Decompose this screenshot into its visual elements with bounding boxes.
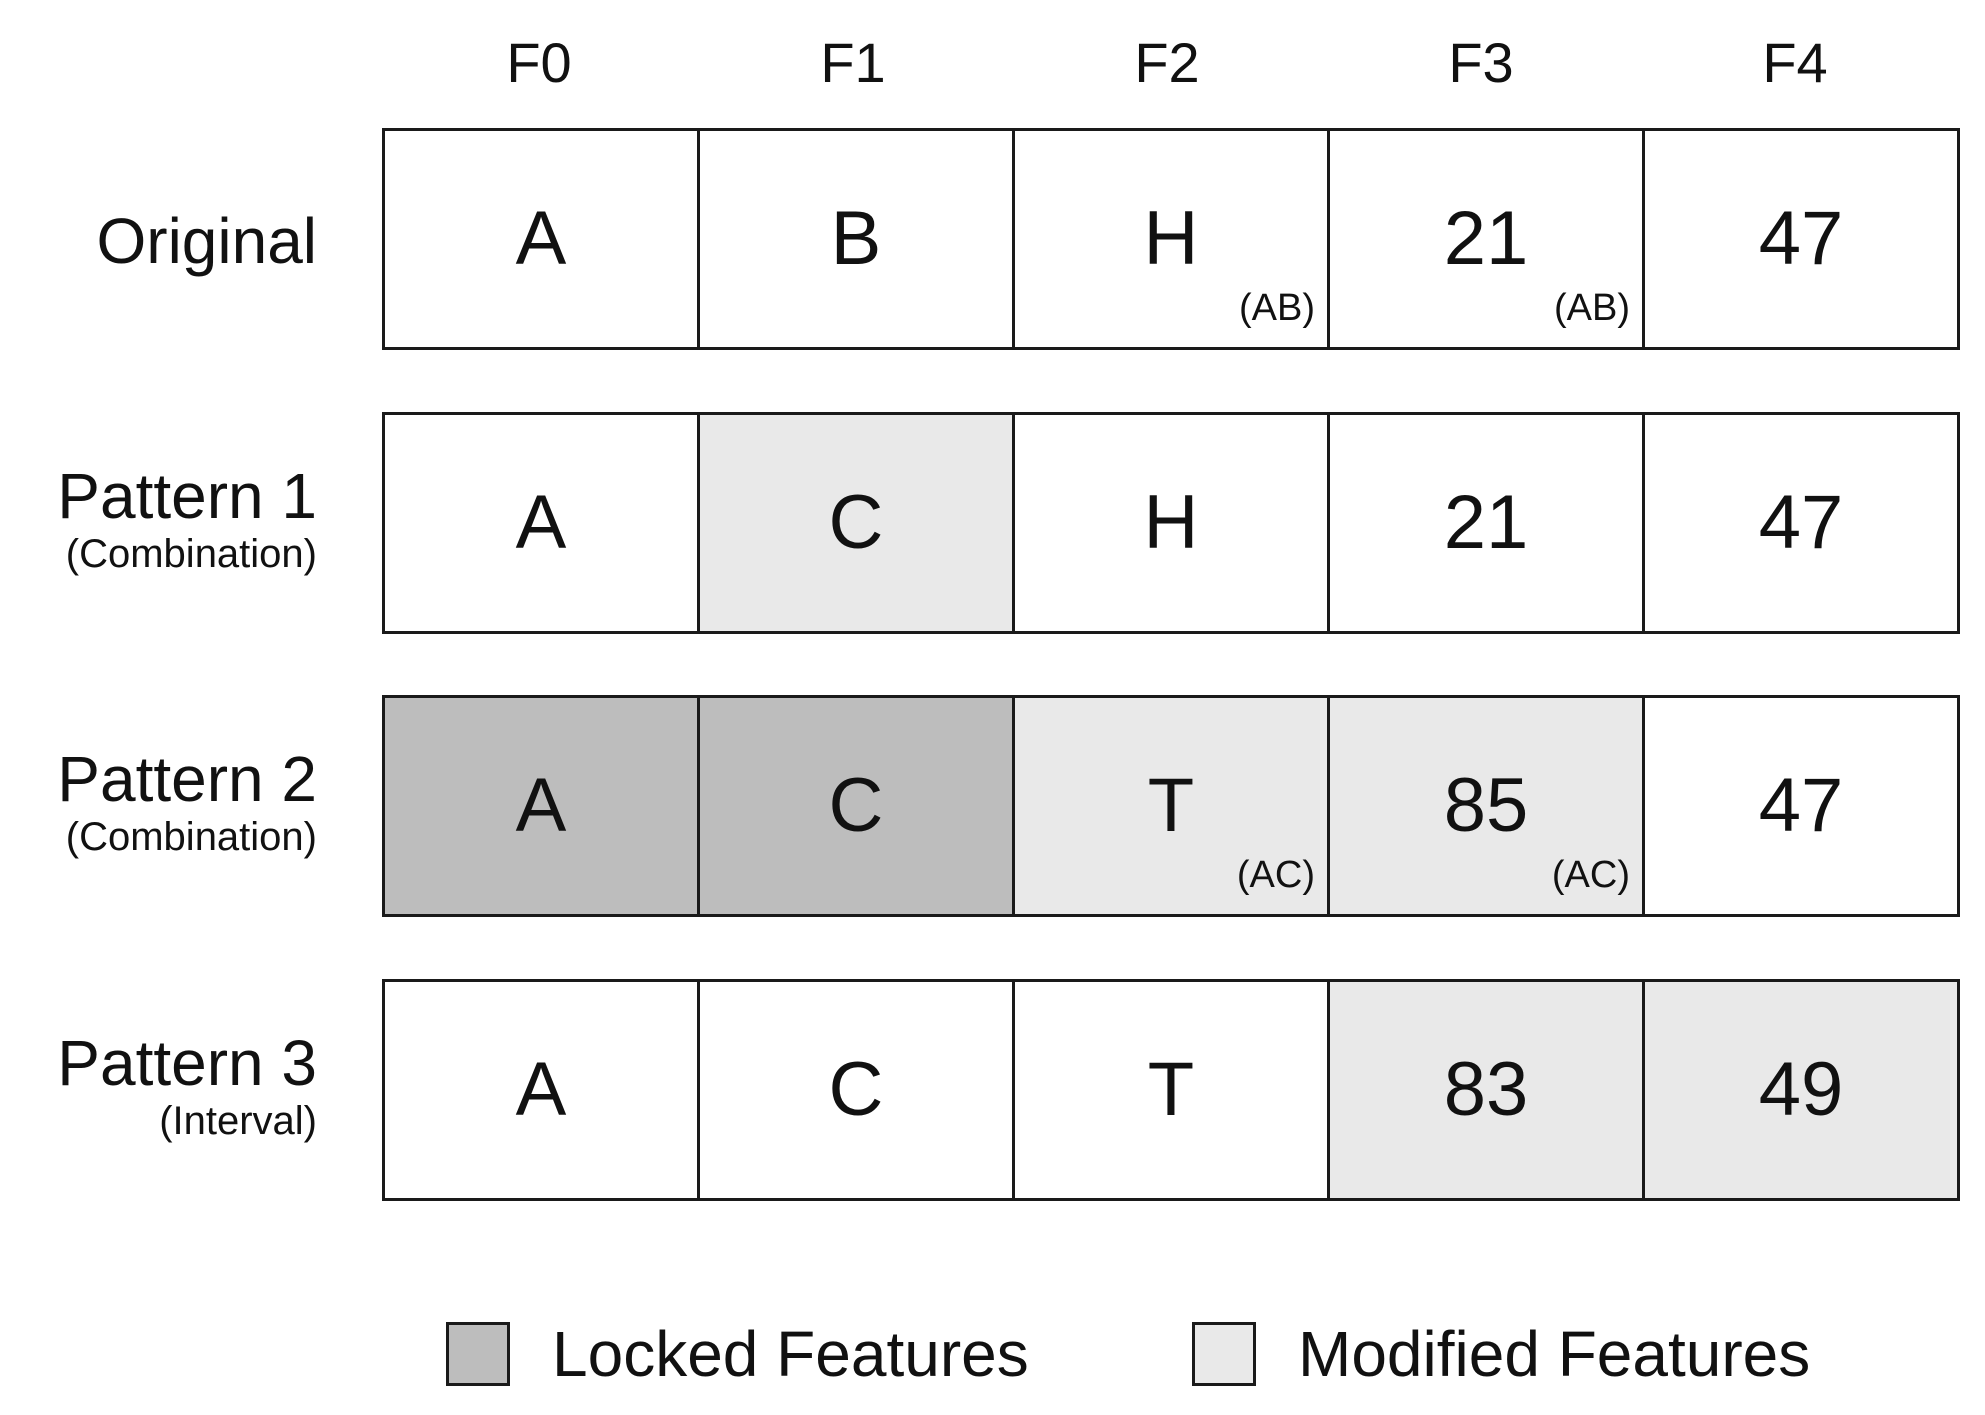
row-label-original: Original [96,206,317,276]
feature-row-pattern-3: A C T 83 49 [382,979,1960,1201]
row-label-main: Pattern 2 [57,743,317,815]
legend-locked-label: Locked Features [552,1318,1029,1390]
cell-note: (AC) [1551,854,1630,896]
legend-modified-swatch [1192,1322,1256,1386]
row-label-sub: (Combination) [65,815,317,859]
feature-cell: 47 [1645,698,1957,914]
cell-note: (AB) [1554,287,1630,329]
feature-cell: T [1015,982,1330,1198]
cell-value: 21 [1443,480,1529,565]
feature-cell: 21 [1330,415,1645,631]
feature-cell: 21 (AB) [1330,131,1645,347]
row-label-main: Pattern 3 [57,1027,317,1099]
cell-value: 85 [1443,763,1529,848]
feature-cell: 47 [1645,415,1957,631]
cell-value: C [828,480,884,565]
feature-cell: 85 (AC) [1330,698,1645,914]
cell-value: A [515,1047,567,1132]
row-label-pattern-2: Pattern 2 (Combination) [57,744,317,860]
feature-row-pattern-2: A C T (AC) 85 (AC) 47 [382,695,1960,917]
feature-cell: 83 [1330,982,1645,1198]
cell-value: 47 [1758,196,1844,281]
feature-cell: C [700,415,1015,631]
cell-value: A [515,763,567,848]
cell-value: C [828,1047,884,1132]
feature-cell: C [700,698,1015,914]
column-header-f0: F0 [506,31,572,94]
feature-cell: H [1015,415,1330,631]
row-label-pattern-1: Pattern 1 (Combination) [57,461,317,577]
cell-value: C [828,763,884,848]
cell-value: 49 [1758,1047,1844,1132]
feature-row-original: A B H (AB) 21 (AB) 47 [382,128,1960,350]
feature-cell: C [700,982,1015,1198]
feature-cell: A [385,131,700,347]
cell-value: B [830,196,882,281]
row-label-main: Pattern 1 [57,460,317,532]
legend-locked-swatch [446,1322,510,1386]
column-header-f2: F2 [1134,31,1200,94]
cell-value: H [1143,480,1199,565]
cell-value: 47 [1758,763,1844,848]
feature-cell: 47 [1645,131,1957,347]
feature-cell: H (AB) [1015,131,1330,347]
column-header-f3: F3 [1448,31,1514,94]
cell-value: H [1143,196,1199,281]
legend-locked: Locked Features [446,1318,1029,1390]
cell-value: A [515,196,567,281]
cell-value: 21 [1443,196,1529,281]
cell-value: 47 [1758,480,1844,565]
row-label-sub: (Interval) [159,1099,317,1143]
row-label-sub: (Combination) [65,532,317,576]
cell-note: (AC) [1236,854,1315,896]
feature-cell: T (AC) [1015,698,1330,914]
column-header-f1: F1 [820,31,886,94]
legend-modified-label: Modified Features [1298,1318,1811,1390]
feature-cell: A [385,415,700,631]
row-label-main: Original [96,205,317,277]
column-header-f4: F4 [1762,31,1828,94]
feature-cell: A [385,982,700,1198]
feature-cell: A [385,698,700,914]
feature-row-pattern-1: A C H 21 47 [382,412,1960,634]
legend-modified: Modified Features [1192,1318,1810,1390]
feature-cell: B [700,131,1015,347]
cell-value: 83 [1443,1047,1529,1132]
cell-note: (AB) [1239,287,1315,329]
cell-value: A [515,480,567,565]
feature-cell: 49 [1645,982,1957,1198]
row-label-pattern-3: Pattern 3 (Interval) [57,1028,317,1144]
cell-value: T [1147,763,1195,848]
cell-value: T [1147,1047,1195,1132]
